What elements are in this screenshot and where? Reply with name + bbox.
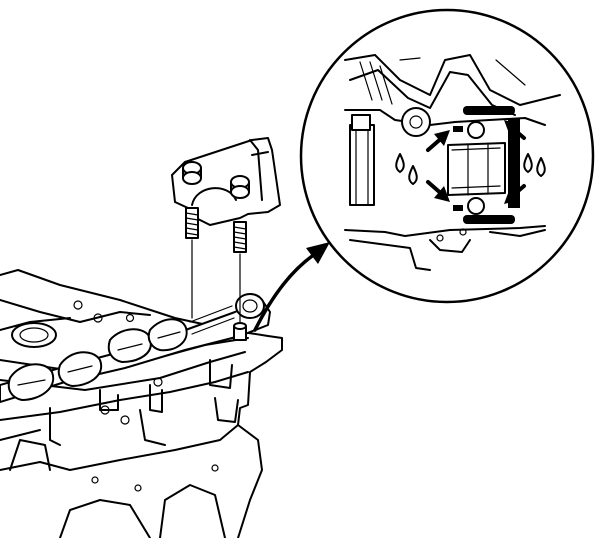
arrow-icon (504, 184, 526, 204)
camshaft-bearing-cap (171, 137, 281, 341)
bolt-icon (230, 175, 250, 199)
oil-drop-icon (523, 153, 546, 177)
oil-drop-icon (395, 153, 418, 185)
bolt-icon (185, 207, 199, 239)
bolt-icon (182, 161, 202, 185)
cylinder-head (0, 269, 283, 538)
detail-view (299, 8, 595, 304)
arrow-icon (504, 120, 526, 140)
camshaft (0, 293, 271, 403)
arrow-icon (426, 130, 450, 152)
arrow-icon (426, 180, 450, 202)
arrow-icon (253, 242, 330, 332)
bolt-icon (233, 221, 247, 253)
